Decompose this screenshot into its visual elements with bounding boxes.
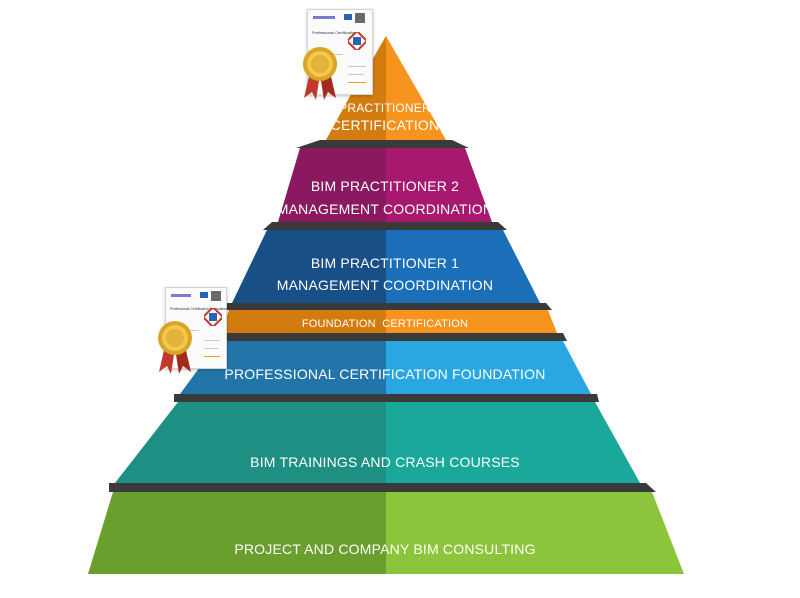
certificate-line [204, 340, 220, 341]
certificate-emblem-icon [201, 305, 225, 329]
tier-bim-trainings-right [386, 402, 640, 483]
tier-project-company-consulting-right [386, 492, 684, 574]
tier-practitioner-certification-right [386, 36, 446, 140]
level-bim-practitioner-1-line1: BIM PRACTITIONER 1 [310, 255, 460, 271]
tier-gap-shadow [263, 222, 507, 230]
certificate-logo-bar [313, 16, 335, 19]
level-foundation-certification: FOUNDATION CERTIFICATION [301, 318, 469, 330]
certificate-title: Professional Certification Foundation [170, 307, 228, 311]
level-project-company-consulting: PROJECT AND COMPANY BIM CONSULTING [234, 541, 536, 557]
certificate-badge-icon [344, 14, 352, 20]
level-practitioner-certification-line2: CERTIFICATION [330, 117, 440, 133]
tier-gap-shadow [109, 483, 656, 492]
tier-bim-practitioner-1-left [232, 230, 386, 303]
tier-gap-shadow [296, 140, 469, 148]
level-bim-practitioner-1-line2: MANAGEMENT COORDINATION [276, 277, 494, 293]
certificate-logo-bar [171, 294, 191, 297]
tier-professional-certification-foundation-right [386, 341, 591, 394]
certificate-line [204, 348, 218, 349]
tier-gap-shadow [174, 394, 599, 402]
certificate-badge-icon [200, 292, 208, 298]
certificate-seal-icon [158, 321, 192, 374]
tier-gap-shadow [225, 303, 552, 310]
qr-code-icon [355, 13, 365, 23]
tier-bim-practitioner-2-right [386, 148, 492, 222]
certificate-line [348, 82, 366, 83]
qr-code-icon [211, 291, 221, 301]
level-bim-practitioner-2-line1: BIM PRACTITIONER 2 [310, 178, 460, 194]
certificate-line [204, 356, 220, 357]
certificate-emblem-icon [345, 29, 369, 53]
certificate-seal-icon [303, 47, 337, 100]
level-practitioner-certification-line1: PRACTITIONER [339, 101, 431, 115]
tier-gap-shadow [215, 333, 567, 341]
level-professional-certification-foundation: PROFESSIONAL CERTIFICATION FOUNDATION [224, 366, 546, 382]
certificate-title: Professional Certification [312, 30, 357, 35]
certificate-line [348, 74, 364, 75]
tier-foundation-certification-right [386, 310, 557, 333]
tier-bim-trainings-left [115, 402, 386, 483]
tier-project-company-consulting-left [88, 492, 386, 574]
tier-bim-practitioner-2-left [278, 148, 386, 222]
tier-foundation-certification-left [221, 310, 386, 333]
tier-bim-practitioner-1-right [386, 230, 540, 303]
level-bim-practitioner-2-line2: MANAGEMENT COORDINATION [276, 201, 494, 217]
certificate-line [348, 66, 366, 67]
tier-professional-certification-foundation-left [180, 341, 386, 394]
level-bim-trainings: BIM TRAININGS AND CRASH COURSES [250, 454, 520, 470]
